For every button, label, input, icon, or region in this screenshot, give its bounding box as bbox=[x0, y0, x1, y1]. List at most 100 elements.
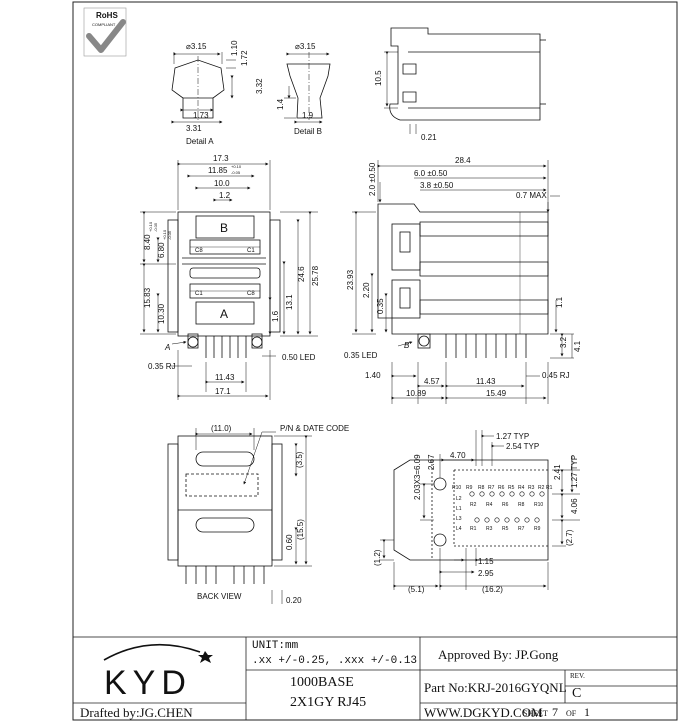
dim-front-680-tol-dn: -0.05 bbox=[167, 230, 172, 240]
dim-da-332: 3.32 bbox=[255, 78, 264, 94]
pin-c1-bottom: C1 bbox=[195, 291, 203, 297]
dim-front-246: 24.6 bbox=[297, 266, 306, 282]
pin-c8-top: C8 bbox=[195, 248, 203, 254]
dim-front-035rj: 0.35 RJ bbox=[148, 362, 176, 371]
pcb-pads bbox=[469, 491, 545, 523]
detail-a-ref: A bbox=[164, 343, 170, 352]
dim-pcb-51: (5.1) bbox=[408, 585, 425, 594]
dim-da-173: 1.73 bbox=[193, 111, 209, 120]
pin-label: R8 bbox=[518, 502, 525, 508]
back-view-title: BACK VIEW bbox=[197, 592, 242, 601]
sheet-border bbox=[72, 1, 678, 721]
company-logo: KYD bbox=[103, 643, 213, 702]
dim-db-19: 1.9 bbox=[302, 111, 314, 120]
rev-value: C bbox=[572, 686, 582, 701]
dim-pcb-254typ: 2.54 TYP bbox=[506, 442, 539, 451]
pin-label: R1 bbox=[546, 485, 553, 491]
dim-side-035: 0.35 bbox=[376, 298, 385, 314]
unit-label: UNIT:mm bbox=[252, 640, 299, 652]
pin-label: R9 bbox=[534, 526, 541, 532]
port-b-label: B bbox=[220, 221, 228, 235]
dim-side-07max: 0.7 MAX bbox=[516, 191, 547, 200]
dim-front-1185: 11.85 bbox=[208, 166, 228, 175]
dim-side-1089: 10.89 bbox=[406, 389, 427, 398]
pin-label: R3 bbox=[486, 526, 493, 532]
dim-side-11: 1.1 bbox=[555, 296, 564, 308]
dim-side-457: 4.57 bbox=[424, 377, 440, 386]
side-view bbox=[352, 160, 574, 404]
pin-label: R7 bbox=[518, 526, 525, 532]
dim-side-045rj: 0.45 RJ bbox=[542, 371, 570, 380]
dim-front-173: 17.3 bbox=[213, 154, 229, 163]
dim-pcb-127typ-v: 1.27 TYP bbox=[570, 455, 579, 488]
pin-label: R6 bbox=[498, 485, 505, 491]
sheet-label: SHEET bbox=[523, 709, 548, 718]
side-view-small bbox=[384, 27, 546, 134]
dim-pcb-609: 2.03X3=6.09 bbox=[413, 454, 422, 500]
dim-da-331: 3.31 bbox=[186, 124, 202, 133]
dim-021: 0.21 bbox=[421, 133, 437, 142]
part-number: Part No:KRJ-2016GYQNL bbox=[424, 680, 567, 695]
rev-label: REV. bbox=[570, 672, 585, 680]
pin-label: R7 bbox=[488, 485, 495, 491]
description-line-2: 2X1GY RJ45 bbox=[290, 695, 367, 710]
dim-front-16: 1.6 bbox=[271, 310, 280, 322]
pin-label: L2 bbox=[456, 496, 462, 502]
dim-db-top: ⌀3.15 bbox=[295, 42, 316, 51]
dim-side-035led: 0.35 LED bbox=[344, 351, 378, 360]
dim-side-41: 4.1 bbox=[573, 340, 582, 352]
dim-front-840: 8.40 bbox=[143, 234, 152, 250]
pin-c8-bottom: C8 bbox=[247, 291, 255, 297]
website[interactable]: WWW.DGKYD.COM bbox=[424, 705, 543, 720]
dim-front-840-tol-dn: -0.05 bbox=[153, 222, 158, 232]
check-icon bbox=[86, 19, 126, 53]
pin-label: R1 bbox=[470, 526, 477, 532]
pin-label: L1 bbox=[456, 506, 462, 512]
detail-a bbox=[171, 52, 236, 124]
dim-front-12: 1.2 bbox=[219, 191, 231, 200]
dim-front-1030: 10.30 bbox=[157, 303, 166, 324]
detail-b-ref: B bbox=[404, 341, 410, 350]
rohs-badge: RoHS COMPLIANT bbox=[83, 7, 127, 57]
dim-front-680: 6.80 bbox=[157, 242, 166, 258]
pin-label: R2 bbox=[470, 502, 477, 508]
pin-label: R10 bbox=[452, 485, 461, 491]
dim-back-110: (11.0) bbox=[211, 424, 232, 433]
dim-front-050led: 0.50 LED bbox=[282, 353, 316, 362]
pin-label: R5 bbox=[502, 526, 509, 532]
dim-pcb-27: (2.7) bbox=[565, 529, 574, 546]
dim-front-1583: 15.83 bbox=[143, 287, 152, 308]
dim-pcb-295: 2.95 bbox=[478, 569, 494, 578]
dim-front-680-tol-up: +0.10 bbox=[162, 229, 167, 240]
pin-label: R9 bbox=[466, 485, 473, 491]
dim-pcb-115: 1.15 bbox=[478, 557, 494, 566]
front-view bbox=[140, 160, 318, 400]
logo-text: KYD bbox=[104, 664, 192, 702]
dim-db-14: 1.4 bbox=[276, 98, 285, 110]
dim-da-top: ⌀3.15 bbox=[186, 42, 207, 51]
dim-side-284: 28.4 bbox=[455, 156, 471, 165]
dim-back-35: (3.5) bbox=[295, 451, 304, 468]
pcb-pin-labels: R10 R9 R8 R7 R6 R5 R4 R3 R2 R1 R2 R4 R6 … bbox=[452, 485, 553, 532]
pin-c1-top: C1 bbox=[247, 248, 255, 254]
dim-side-20: 2.0 ±0.50 bbox=[368, 162, 377, 196]
dim-side-1549: 15.49 bbox=[486, 389, 507, 398]
dim-pcb-127typ: 1.27 TYP bbox=[496, 432, 529, 441]
dim-side-140: 1.40 bbox=[365, 371, 381, 380]
dim-da-172: 1.72 bbox=[240, 50, 249, 66]
dim-side-220: 2.20 bbox=[362, 282, 371, 298]
dim-front-1185-tol-up: +0.10 bbox=[231, 164, 242, 169]
dim-da-110: 1.10 bbox=[230, 40, 239, 56]
dim-front-100: 10.0 bbox=[214, 179, 230, 188]
dim-front-171: 17.1 bbox=[215, 387, 231, 396]
dim-105: 10.5 bbox=[374, 70, 383, 86]
dim-back-155: (15.5) bbox=[296, 519, 305, 540]
detail-a-title: Detail A bbox=[186, 137, 214, 146]
pin-label: R10 bbox=[534, 502, 543, 508]
pin-label: R3 bbox=[528, 485, 535, 491]
dim-side-2393: 23.93 bbox=[346, 269, 355, 290]
pin-label: L3 bbox=[456, 516, 462, 522]
rohs-label: RoHS bbox=[96, 11, 118, 20]
pin-label: R4 bbox=[486, 502, 493, 508]
title-block bbox=[72, 636, 678, 721]
